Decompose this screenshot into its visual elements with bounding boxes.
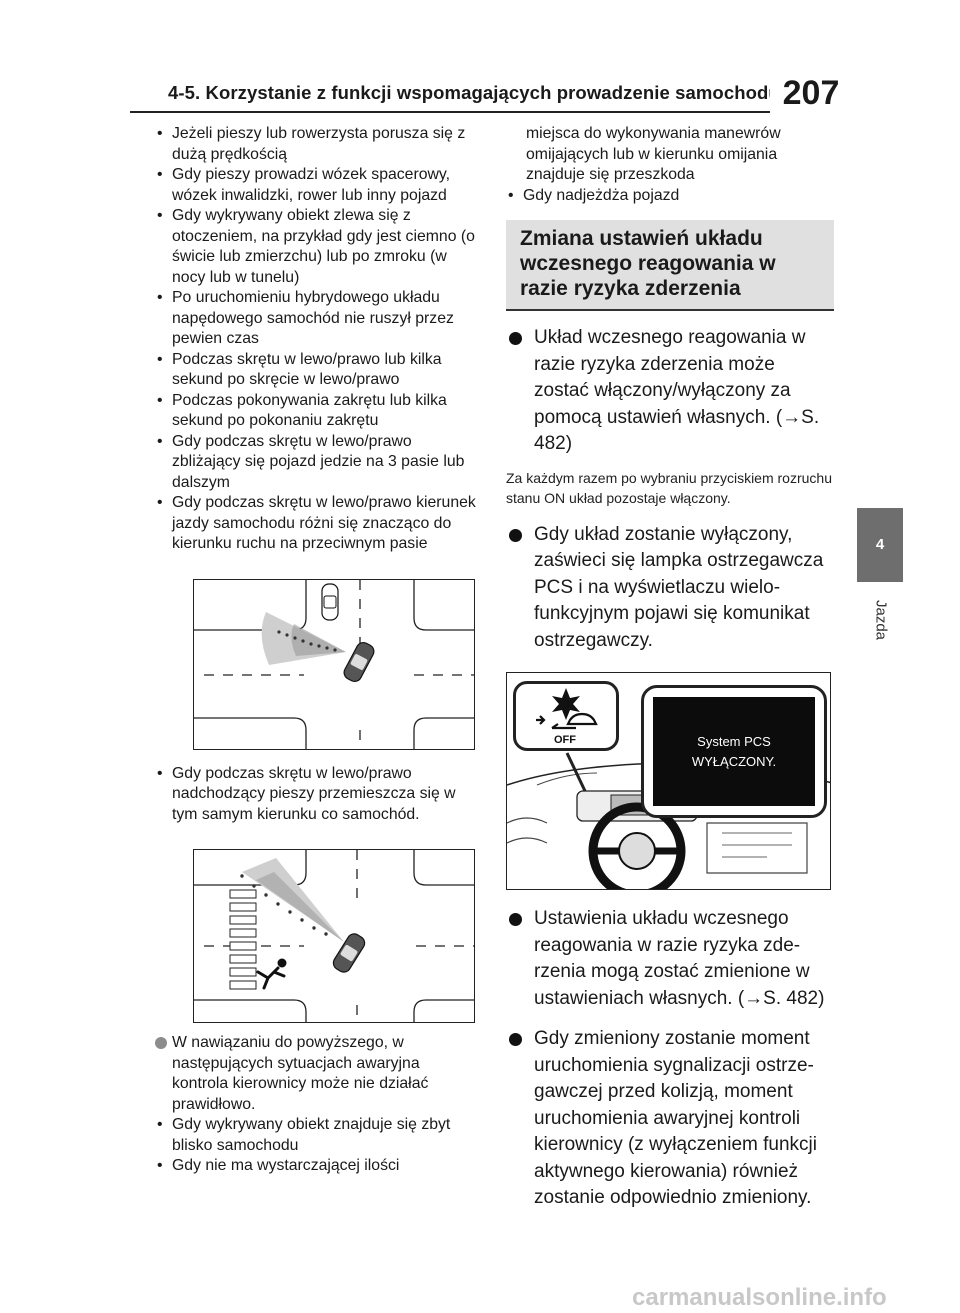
page-number: 207 — [770, 72, 852, 114]
bullet-list-right: Gdy nadjeżdża pojazd — [506, 186, 834, 207]
bullet-icon — [509, 528, 522, 542]
multi-info-display: System PCS WYŁĄCZONY. — [653, 697, 815, 806]
note: W nawiązaniu do powyższego, w następując… — [155, 1033, 477, 1115]
dashboard-figure: OFF System PCS WYŁĄCZONY. — [506, 672, 831, 890]
info-item-1: Układ wczesnego reagowania w razie ryzyk… — [506, 325, 834, 458]
list-item: Gdy podczas skrętu w lewo/prawo kierunek… — [155, 493, 477, 555]
pcs-off-label: OFF — [554, 734, 576, 746]
list-item: Gdy wykrywany obiekt zlewa się z otoczen… — [155, 206, 477, 288]
list-item: Gdy nie ma wystarczającej ilości — [155, 1156, 477, 1177]
list-item: Gdy wykrywany obiekt znajduje się zbyt b… — [155, 1115, 477, 1156]
list-item: Podczas skrętu w lewo/prawo lub kilka se… — [155, 350, 477, 391]
section-heading-box: Zmiana ustawień układu wczesnego reagowa… — [506, 220, 834, 311]
list-item: Podczas pokonywania zakrętu lub kilka se… — [155, 391, 477, 432]
display-message-line-2: WYŁĄCZONY. — [691, 753, 777, 769]
list-item: Gdy podczas skrętu w lewo/prawo zbliżają… — [155, 432, 477, 494]
info-item-3-text: Ustawienia układu wczesnego reagowania w… — [534, 908, 825, 1009]
info-item-2-text: Gdy układ zostanie wyłączony, zaświeci s… — [534, 523, 824, 651]
list-item: Gdy nadjeżdża pojazd — [506, 186, 834, 207]
note-bullet-icon — [155, 1037, 167, 1049]
pedestrian-crossing-figure — [193, 849, 475, 1023]
bullet-list-mid: Gdy podczas skrętu w lewo/prawo nadchodz… — [155, 764, 477, 826]
pedestrian-crossing-illustration — [194, 850, 474, 1022]
chapter-tab[interactable]: 4 — [857, 508, 903, 582]
bullet-icon — [509, 1033, 522, 1046]
pcs-warning-icon: OFF — [536, 688, 598, 746]
bullet-list-top: Jeżeli pieszy lub rowerzysta porusza się… — [155, 124, 477, 555]
chapter-label: Jazda — [870, 590, 892, 650]
section-title: Zmiana ustawień układu wczesnego reagowa… — [520, 227, 776, 300]
watermark: carmanualsonline.info — [632, 1284, 887, 1311]
info-item-3: Ustawienia układu wczesnego reagowania w… — [506, 906, 834, 1012]
header-rule — [130, 111, 833, 113]
left-column: Jeżeli pieszy lub rowerzysta porusza się… — [155, 124, 477, 1177]
list-item: Jeżeli pieszy lub rowerzysta porusza się… — [155, 124, 477, 165]
bullet-icon — [509, 332, 522, 345]
intersection-turn-figure — [193, 578, 475, 750]
list-item: Po uruchomieniu hybrydowego układu napęd… — [155, 288, 477, 350]
display-message-line-1: System PCS — [697, 733, 771, 749]
note-text: W nawiązaniu do powyższego, w następując… — [172, 1034, 429, 1113]
list-item: Gdy podczas skrętu w lewo/prawo nadchodz… — [155, 764, 477, 826]
list-item: Gdy pieszy prowadzi wózek spacerowy, wóz… — [155, 165, 477, 206]
chapter-label-text: Jazda — [872, 599, 890, 641]
right-column: miejsca do wykonywania manewrów omijając… — [506, 124, 834, 1212]
bullet-list-bottom: Gdy wykrywany obiekt znajduje się zbyt b… — [155, 1115, 477, 1177]
header-title: 4-5. Korzystanie z funkcji wspomagającyc… — [168, 82, 780, 103]
intersection-turn-illustration — [194, 579, 474, 749]
info-item-4-text: Gdy zmieniony zostanie moment uruchomien… — [534, 1028, 817, 1208]
bullet-icon — [509, 913, 522, 926]
info-item-1-text: Układ wczesnego reagowania w razie ryzyk… — [534, 327, 820, 454]
multi-info-display-callout: System PCS WYŁĄCZONY. — [641, 685, 827, 818]
info-item-4: Gdy zmieniony zostanie moment uruchomien… — [506, 1026, 834, 1212]
info-item-2: Gdy układ zostanie wyłączony, zaświeci s… — [506, 522, 834, 655]
small-note: Za każdym razem po wybraniu przycis­kiem… — [506, 469, 832, 506]
continuation-text: miejsca do wykonywania manewrów omijając… — [526, 125, 781, 183]
pcs-off-indicator: OFF — [513, 681, 619, 751]
